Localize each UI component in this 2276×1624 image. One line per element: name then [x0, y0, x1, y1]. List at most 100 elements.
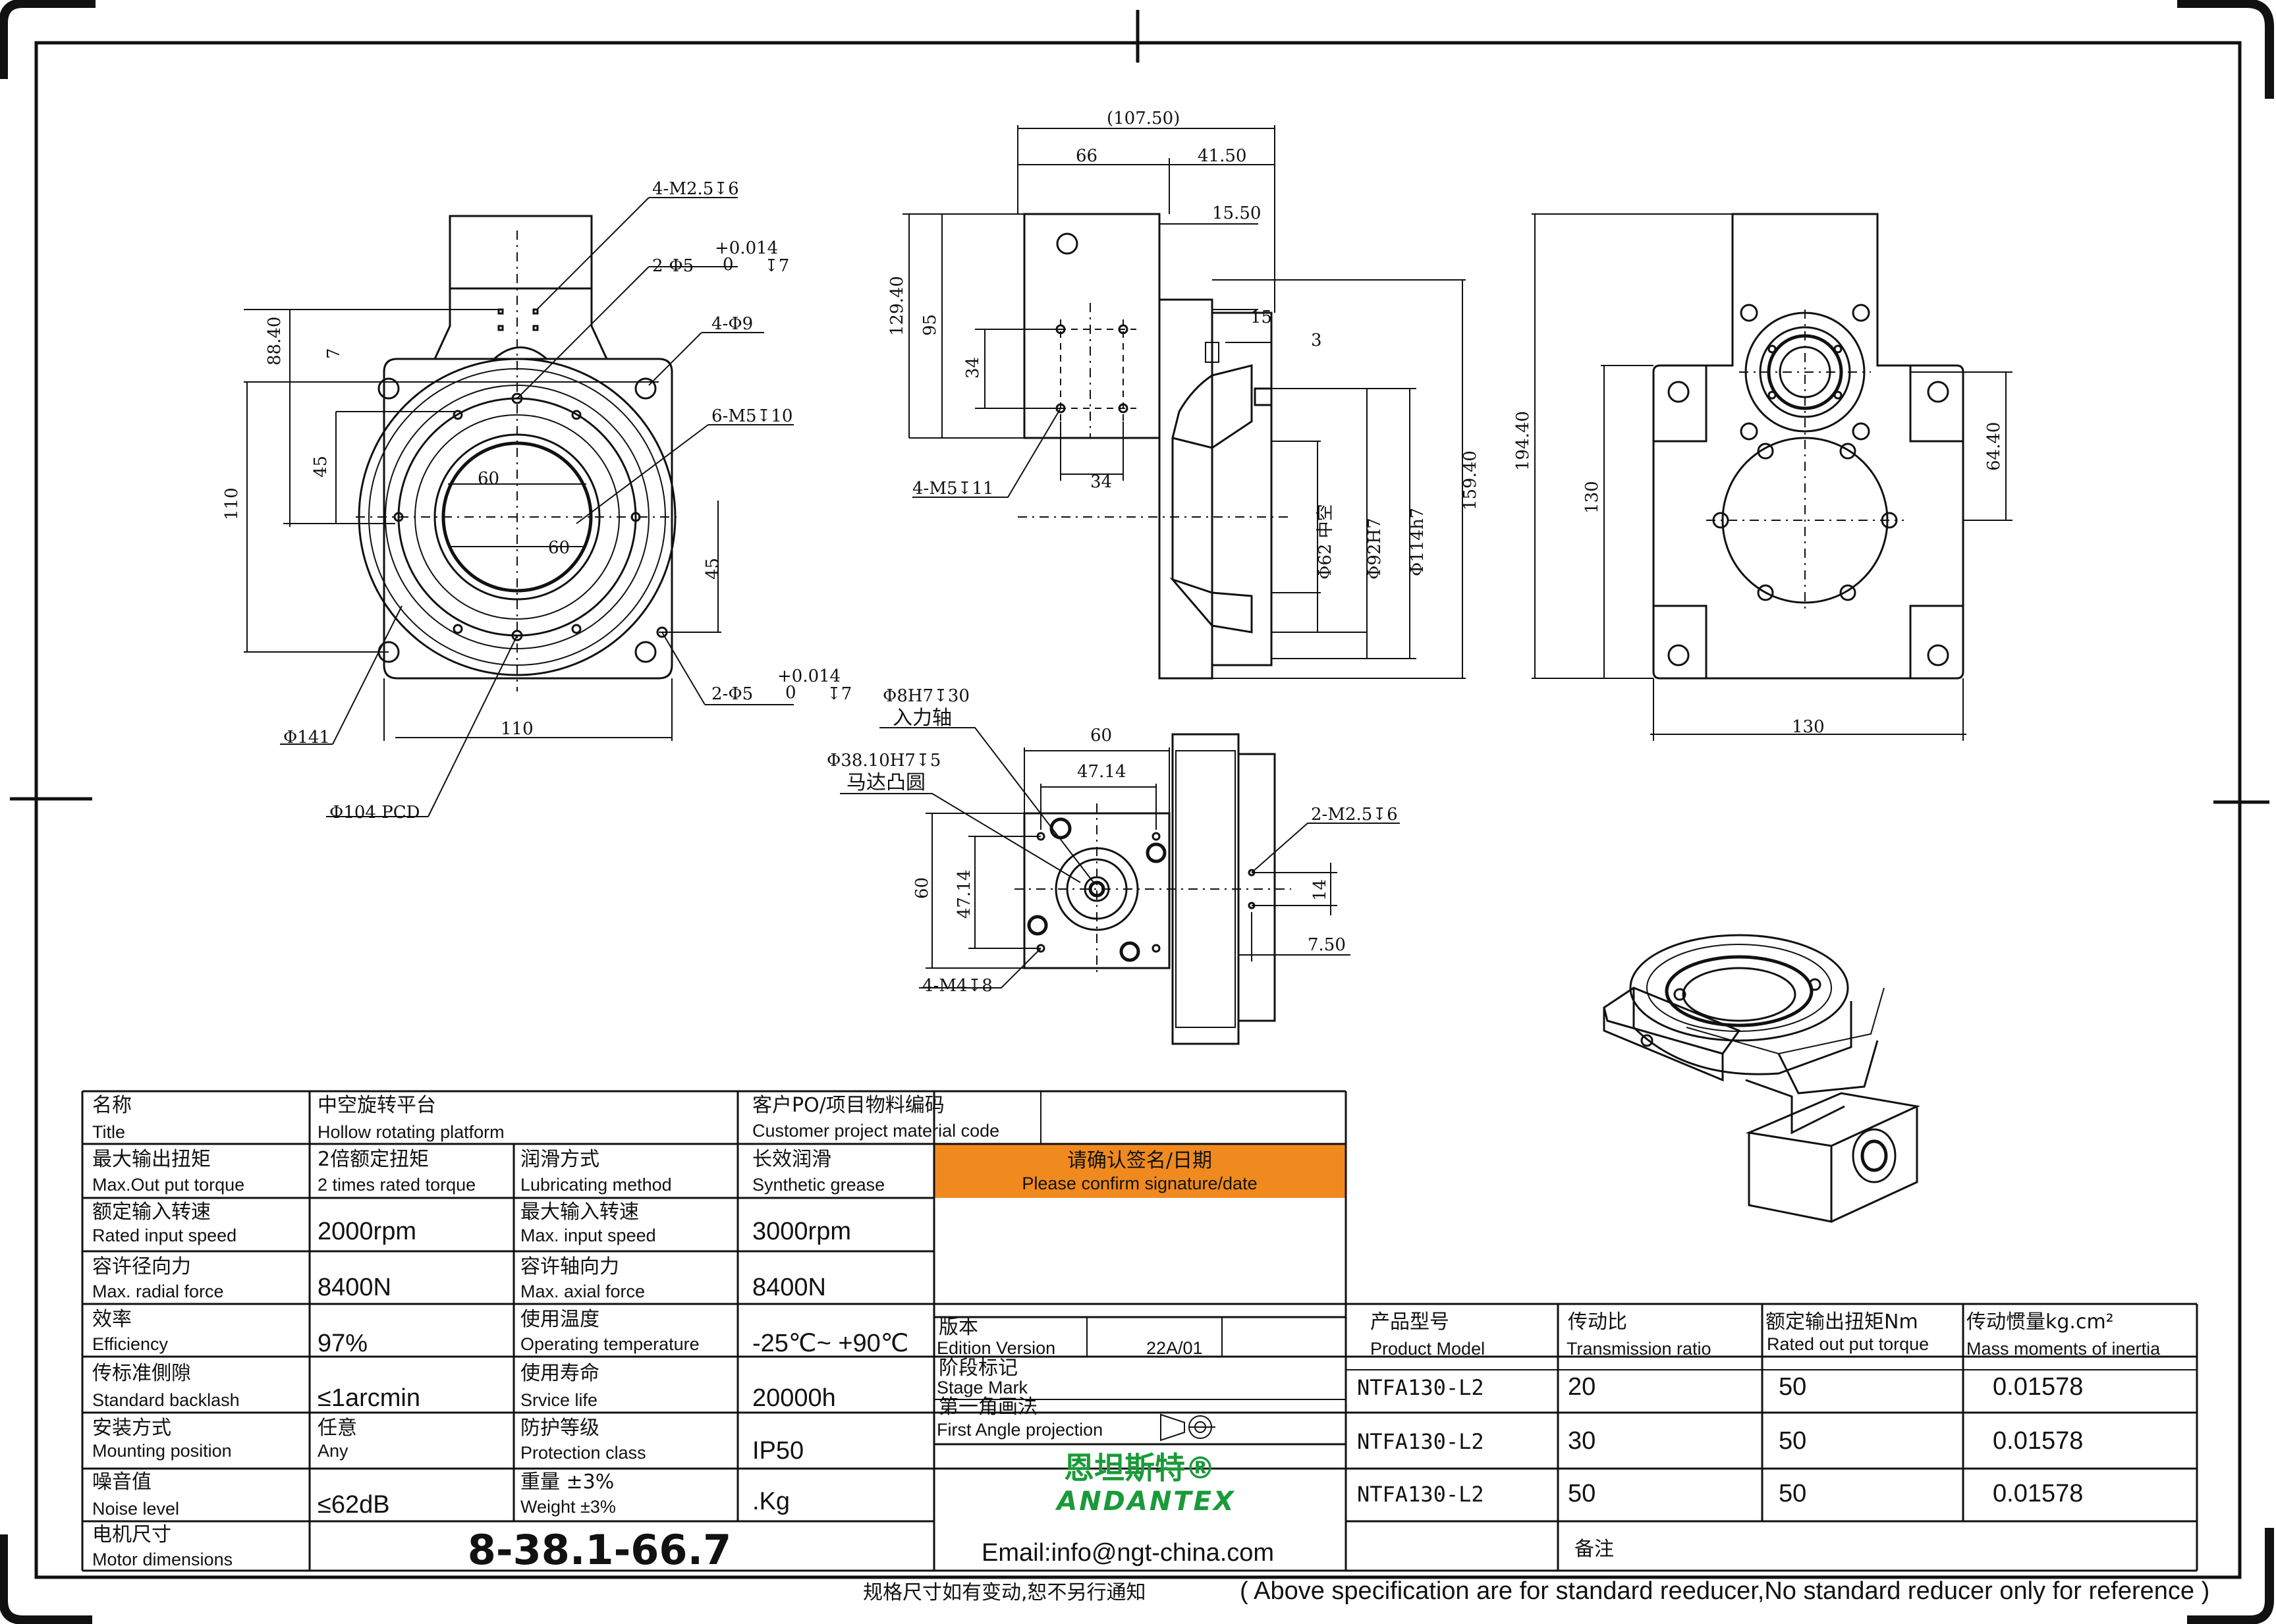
dim-47.14-top: 47.14 — [1077, 762, 1126, 782]
model-row-3-model: NTFA130-L2 — [1357, 1482, 1484, 1507]
dim-47.14-left: 47.14 — [955, 870, 974, 919]
dim-phi38.10h7: Φ38.10H7↧5 — [827, 751, 941, 771]
product-model-header-en: Product Model — [1370, 1339, 1485, 1359]
brand-name-en: ANDANTEX — [1055, 1486, 1236, 1517]
dim-2-phi5-depth: ↧7 — [764, 256, 789, 276]
product-model-header-cn: 产品型号 — [1370, 1311, 1449, 1334]
footer-note-en: ( Above specification are for standard r… — [1240, 1577, 2209, 1605]
torque-header-cn: 额定输出扭矩Nm — [1765, 1311, 1918, 1334]
dim-130-vertical: 130 — [1582, 481, 1602, 514]
backlash-label-cn: 传标准側隙 — [92, 1362, 191, 1385]
model-row-3-ratio: 50 — [1568, 1480, 1596, 1507]
model-row-2-torque: 50 — [1779, 1427, 1806, 1455]
model-row-2-model: NTFA130-L2 — [1357, 1429, 1484, 1454]
noise-label-cn: 噪音值 — [92, 1471, 152, 1494]
dim-130-horizontal: 130 — [1792, 717, 1825, 737]
rated-speed-label-en: Rated input speed — [92, 1226, 236, 1245]
efficiency-value: 97% — [318, 1330, 368, 1357]
label-motor-boss: 马达凸圆 — [847, 771, 926, 794]
ratio-header-cn: 传动比 — [1568, 1311, 1627, 1334]
footer-note-cn: 规格尺寸如有变动,恕不另行通知 — [863, 1581, 1146, 1604]
dim-159.40: 159.40 — [1460, 450, 1480, 510]
dim-6-m5: 6-M5↧10 — [711, 406, 792, 426]
dim-34-vertical: 34 — [963, 357, 983, 379]
dim-14: 14 — [1310, 879, 1330, 901]
stage-mark-en: Stage Mark — [937, 1378, 1028, 1397]
title-block: 名称 Title 中空旋转平台 Hollow rotating platform… — [81, 1090, 2198, 1574]
dim-15: 15 — [1250, 308, 1272, 327]
mounting-value-cn: 任意 — [318, 1417, 357, 1440]
dim-34-horizontal: 34 — [1090, 472, 1112, 492]
dim-64.40: 64.40 — [1984, 422, 2004, 471]
protection-label-cn: 防护等级 — [520, 1417, 599, 1440]
label-input-shaft: 入力轴 — [893, 707, 952, 730]
dim-2-phi5-lower-depth: ↧7 — [827, 684, 852, 704]
stage-mark-cn: 阶段标记 — [939, 1357, 1018, 1380]
radial-force-label-cn: 容许径向力 — [92, 1255, 191, 1278]
dim-2-phi5-lower: 2-Φ5 — [711, 684, 753, 704]
rated-speed-value: 2000rpm — [318, 1218, 416, 1245]
weight-label-cn: 重量 ±3% — [520, 1471, 614, 1494]
model-row-3-torque: 50 — [1779, 1480, 1806, 1507]
mounting-label-en: Mounting position — [92, 1441, 232, 1461]
title-value-en: Hollow rotating platform — [318, 1122, 505, 1142]
dim-2-phi5: 2-Φ5 — [652, 256, 694, 276]
lubrication-value-cn: 长效润滑 — [752, 1148, 831, 1171]
dim-66: 66 — [1076, 146, 1097, 166]
dim-4-phi9: 4-Φ9 — [711, 314, 753, 334]
dim-129.40: 129.40 — [887, 276, 907, 336]
isometric-view — [1603, 934, 1920, 1223]
confirm-signature-en: Please confirm signature/date — [1022, 1174, 1257, 1193]
max-speed-label-cn: 最大输入转速 — [520, 1201, 639, 1224]
projection-label-en: First Angle projection — [937, 1420, 1103, 1440]
title-value-cn: 中空旋转平台 — [318, 1094, 436, 1117]
dim-194.40: 194.40 — [1513, 411, 1533, 471]
dim-60-top: 60 — [1090, 726, 1112, 745]
dim-15.50: 15.50 — [1212, 203, 1261, 223]
customer-code-label-cn: 客户PO/项目物料编码 — [752, 1094, 945, 1117]
first-angle-projection-icon — [1160, 1413, 1215, 1442]
brand-logo: 恩坦斯特® ANDANTEX — [1055, 1450, 1236, 1517]
noise-value: ≤62dB — [318, 1491, 390, 1519]
dim-phi114h7: Φ114h7 — [1408, 508, 1428, 576]
dim-95: 95 — [920, 314, 940, 336]
model-row-1-ratio: 20 — [1568, 1373, 1596, 1401]
max-speed-value: 3000rpm — [752, 1218, 851, 1245]
title-label-cn: 名称 — [92, 1094, 132, 1117]
backlash-label-en: Standard backlash — [92, 1390, 240, 1410]
dim-110-vertical: 110 — [222, 487, 242, 520]
confirm-signature-cn: 请确认签名/日期 — [1067, 1149, 1212, 1172]
temperature-value: -25℃~ +90℃ — [752, 1330, 908, 1357]
weight-label-en: Weight ±3% — [520, 1497, 616, 1517]
dim-60-upper: 60 — [478, 469, 499, 489]
lubrication-value-en: Synthetic grease — [752, 1175, 885, 1195]
rear-view: 194.40 130 64.40 130 — [1513, 213, 2012, 741]
motor-flange-view: Φ8H7↧30 入力轴 60 47.14 Φ38.10H7↧5 马达凸圆 60 … — [827, 686, 1400, 1045]
dim-45-left: 45 — [311, 456, 331, 477]
mounting-value-en: Any — [318, 1441, 348, 1461]
edition-label-en: Edition Version — [937, 1338, 1055, 1358]
brand-name-cn: 恩坦斯特® — [1064, 1450, 1215, 1486]
efficiency-label-cn: 效率 — [92, 1308, 132, 1331]
dim-4-m2.5: 4-M2.5↧6 — [652, 179, 739, 199]
dim-7: 7 — [324, 348, 344, 359]
front-view: 4-M2.5↧6 2-Φ5 +0.014 0 ↧7 4-Φ9 6-M5↧10 8… — [222, 179, 852, 823]
dim-4-m4: 4-M4↧8 — [922, 976, 993, 996]
dim-7.50: 7.50 — [1308, 935, 1346, 955]
lubrication-label-cn: 润滑方式 — [520, 1148, 599, 1171]
service-life-label-en: Srvice life — [520, 1390, 597, 1410]
backlash-value: ≤1arcmin — [318, 1384, 420, 1412]
max-torque-value-cn: 2倍额定扭矩 — [318, 1148, 429, 1171]
dim-45-right: 45 — [703, 558, 723, 580]
axial-force-value: 8400N — [752, 1274, 826, 1301]
email-contact: Email:info@ngt-china.com — [982, 1539, 1274, 1567]
noise-label-en: Noise level — [92, 1499, 179, 1519]
lubrication-label-en: Lubricating method — [520, 1175, 672, 1195]
dim-60-left: 60 — [912, 877, 932, 899]
model-row-3-inertia: 0.01578 — [1993, 1480, 2083, 1507]
max-torque-label-cn: 最大输出扭矩 — [92, 1148, 211, 1171]
model-row-1-model: NTFA130-L2 — [1357, 1375, 1484, 1400]
dim-phi8h7: Φ8H7↧30 — [883, 686, 970, 706]
